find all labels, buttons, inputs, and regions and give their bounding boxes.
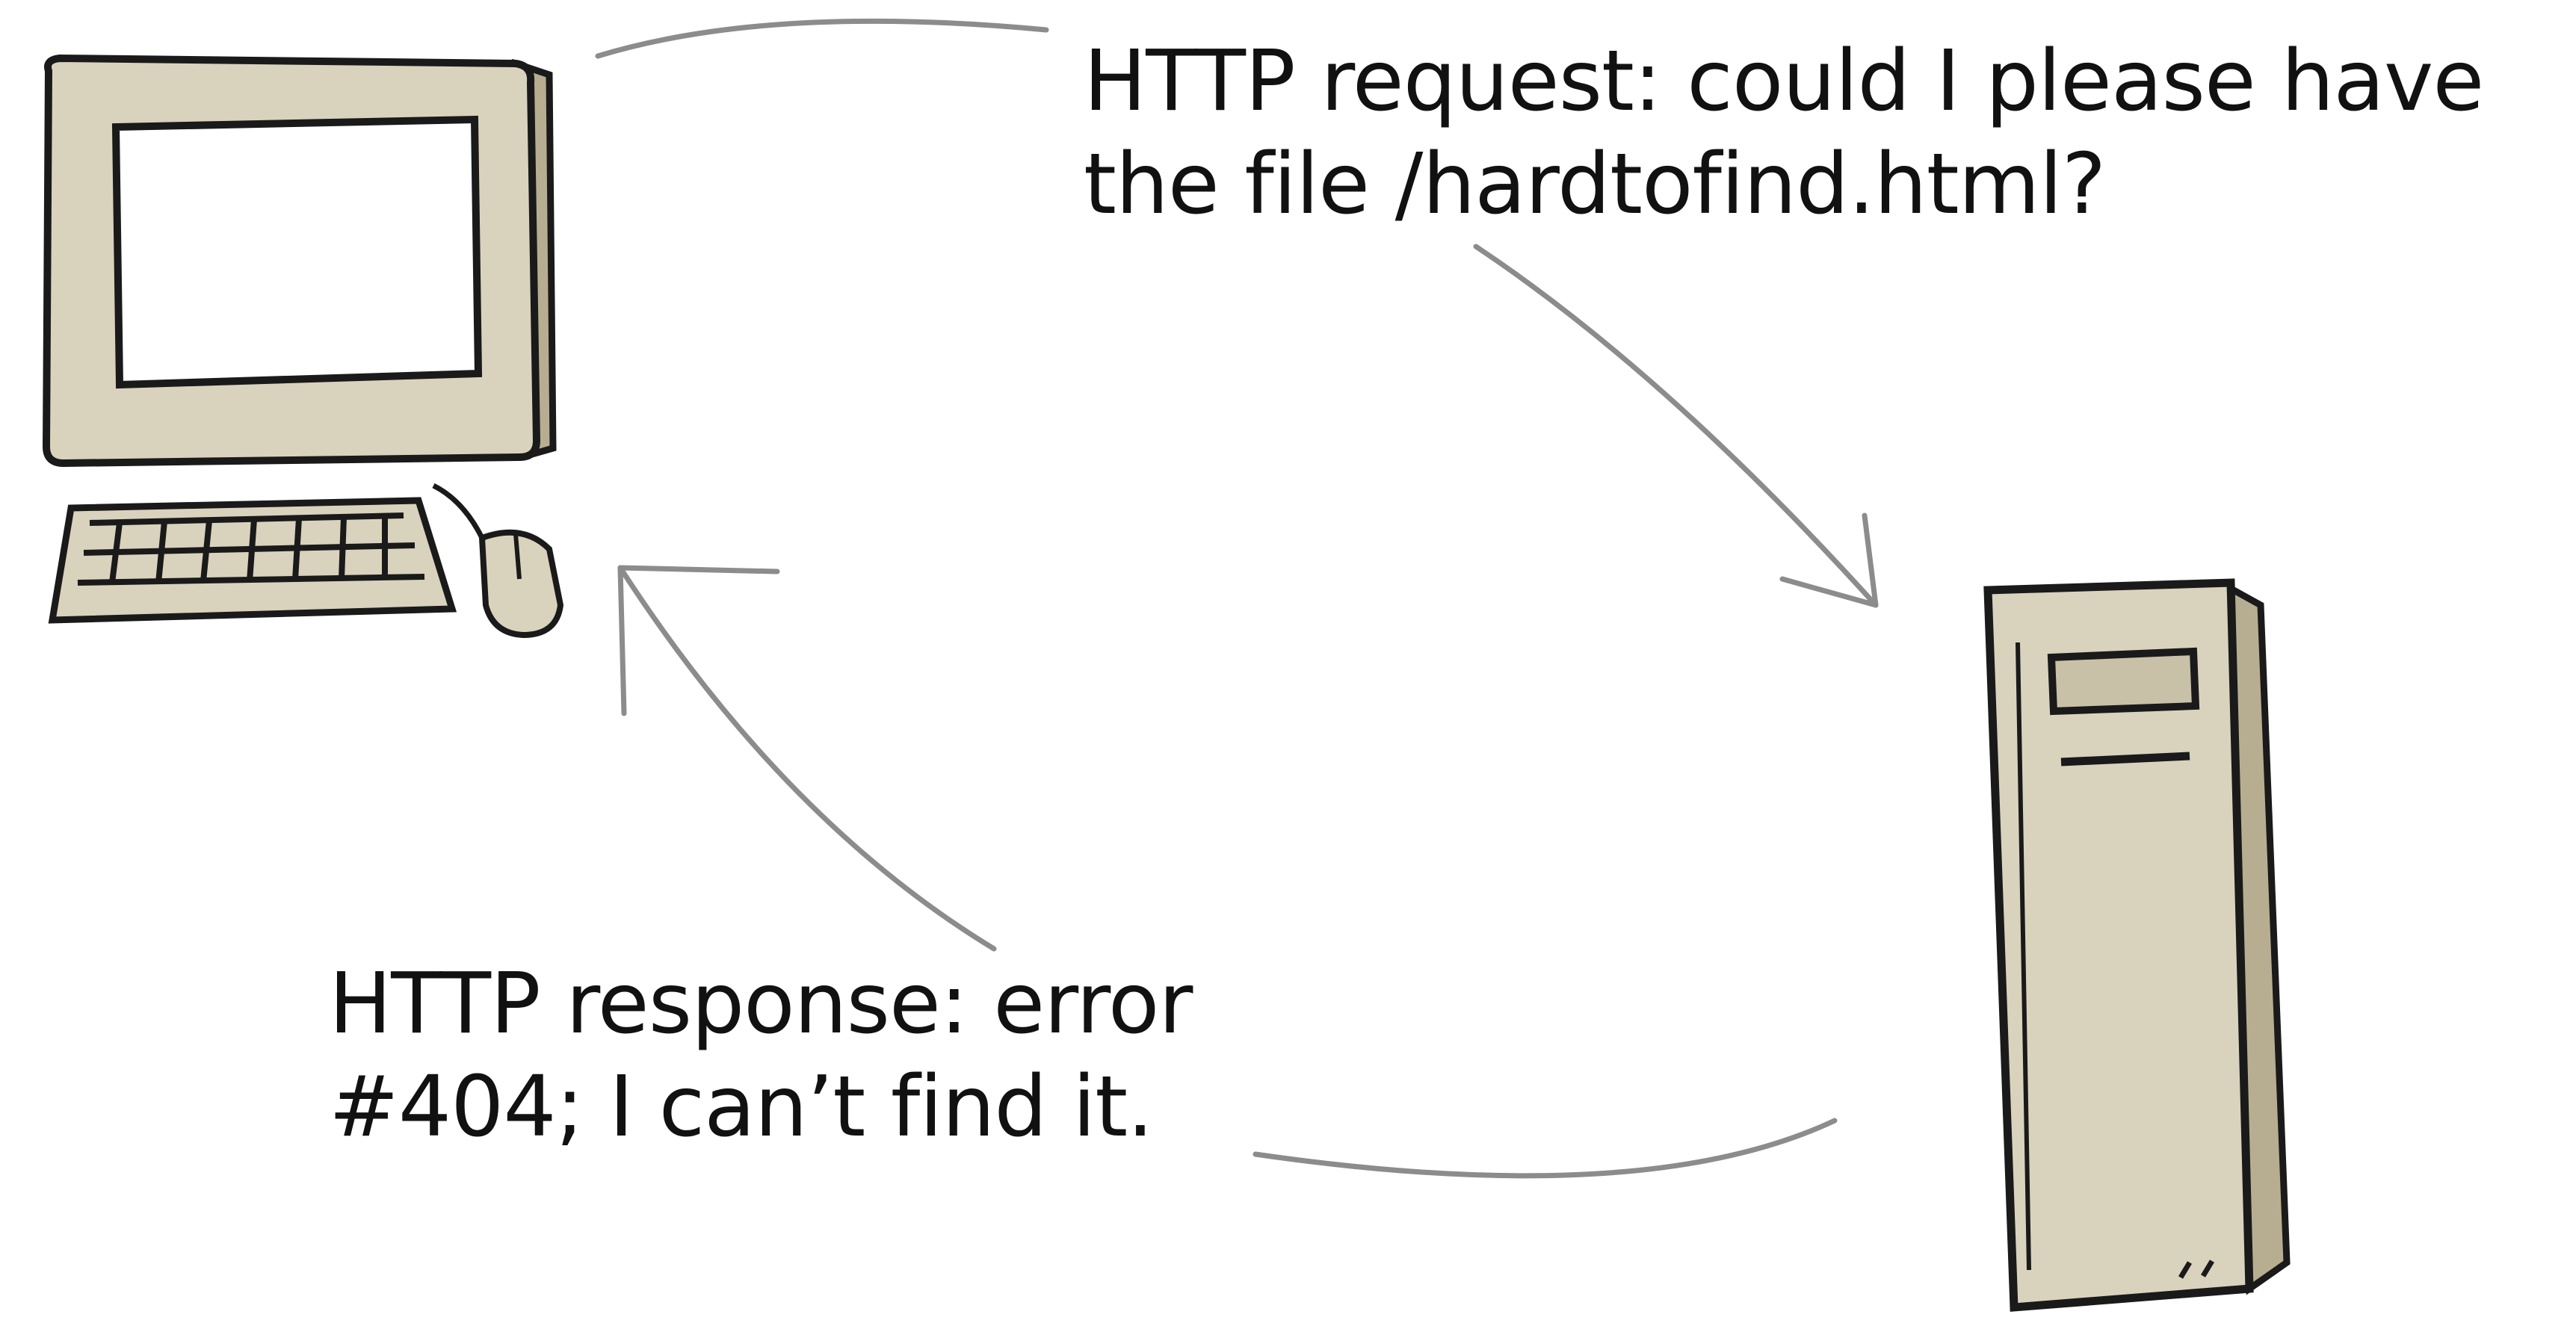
response-label: HTTP response: error #404; I can’t find … bbox=[329, 953, 1193, 1159]
response-arrow bbox=[617, 565, 1838, 1179]
request-line-1: HTTP request: could I please have bbox=[1084, 33, 2484, 130]
response-line-2: #404; I can’t find it. bbox=[329, 1059, 1154, 1156]
server bbox=[1983, 578, 2291, 1312]
drive-bay bbox=[2047, 647, 2200, 716]
client-computer bbox=[42, 54, 564, 639]
tower-server-icon bbox=[1983, 578, 2291, 1312]
request-line-2: the file /hardtofind.html? bbox=[1084, 136, 2106, 233]
mouse bbox=[478, 529, 564, 639]
response-line-1: HTTP response: error bbox=[329, 955, 1193, 1053]
request-label: HTTP request: could I please have the fi… bbox=[1084, 30, 2484, 236]
desktop-computer-icon bbox=[42, 54, 564, 639]
request-arrow bbox=[595, 18, 1879, 608]
monitor-screen bbox=[111, 115, 483, 389]
